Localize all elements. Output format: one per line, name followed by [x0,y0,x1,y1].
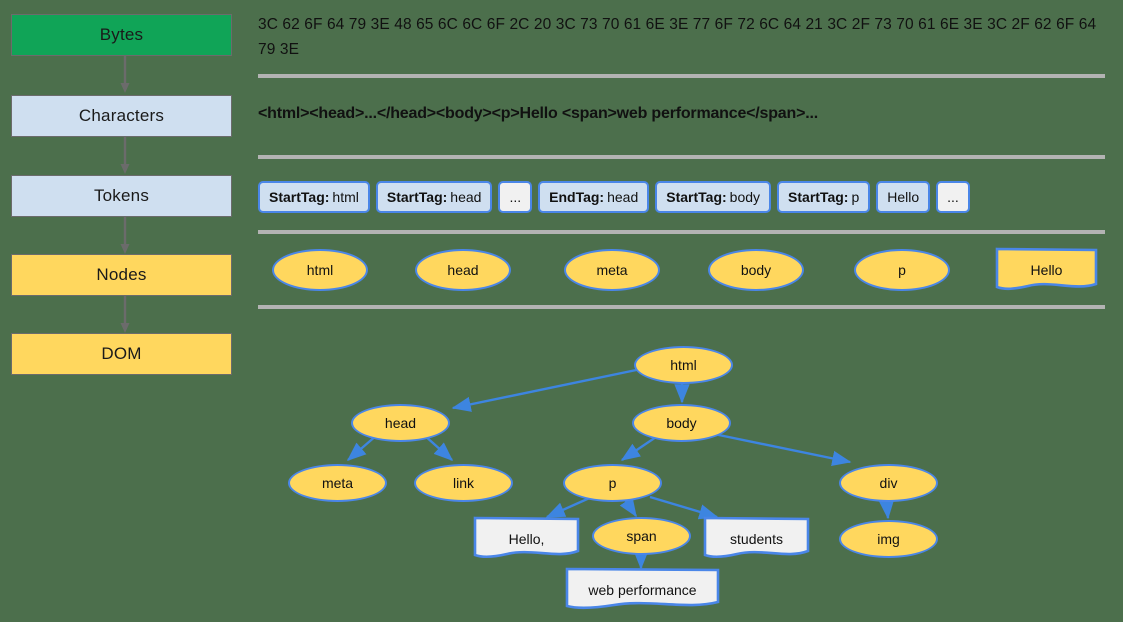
separator-line [258,74,1105,78]
pipeline-stage-tokens: Tokens [11,175,232,217]
node-chip-p[interactable]: p [854,249,950,291]
dom-node-div[interactable]: div [839,464,938,502]
nodes-row: html head meta body p Hello [258,245,1118,300]
tokens-row: StartTag:html StartTag:head ... EndTag:h… [258,181,970,213]
separator-line [258,155,1105,159]
dom-node-label: students [730,530,783,547]
token-value: ... [947,189,959,205]
token-chip[interactable]: StartTag:html [258,181,370,213]
token-value: head [450,189,482,205]
token-chip-ellipsis[interactable]: ... [498,181,533,213]
pipeline-stage-label: Tokens [93,186,150,205]
dom-node-p[interactable]: p [563,464,662,502]
pipeline-stage-characters: Characters [11,95,232,137]
pipeline-arrow-bytes-to-characters [120,56,130,93]
pipeline-stage-label: DOM [101,344,142,363]
token-prefix: StartTag: [788,189,849,205]
node-chip-html[interactable]: html [272,249,368,291]
node-label: head [447,262,479,278]
token-value: Hello [887,189,920,205]
dom-node-link[interactable]: link [414,464,513,502]
pipeline-stage-label: Nodes [96,265,147,284]
dom-node-label: p [608,475,617,491]
dom-node-label: head [384,415,417,431]
node-chip-body[interactable]: body [708,249,804,291]
dom-tree-diagram: html head body meta link p div Hello, sp… [0,310,1123,622]
dom-node-label: img [877,531,900,547]
dom-node-label: html [670,357,697,373]
pipeline-stage-nodes: Nodes [11,254,232,296]
pipeline-detail-column: 3C 62 6F 64 79 3E 48 65 6C 6C 6F 2C 20 3… [250,0,1123,622]
bytes-hex-text: 3C 62 6F 64 79 3E 48 65 6C 6C 6F 2C 20 3… [258,16,1097,58]
dom-node-body[interactable]: body [632,404,731,442]
node-label: meta [596,262,628,278]
separator-line [258,305,1105,309]
pipeline-arrow-nodes-to-dom [120,296,130,333]
dom-node-label: web performance [588,581,697,598]
token-chip[interactable]: StartTag:head [375,181,493,213]
pipeline-arrow-characters-to-tokens [120,137,130,174]
dom-node-img[interactable]: img [839,520,938,558]
dom-tree-edges [346,366,895,570]
token-chip[interactable]: EndTag:head [538,181,650,213]
separator-line [258,230,1105,234]
dom-node-label: span [626,528,657,544]
node-chip-head[interactable]: head [415,249,511,291]
token-prefix: StartTag: [666,189,727,205]
node-label: body [740,262,772,278]
token-value: p [851,189,860,205]
characters-markup-text: <html><head>...</head><body><p>Hello <sp… [258,105,818,122]
pipeline-stage-bytes: Bytes [11,14,232,56]
dom-node-students-text[interactable]: students [703,516,810,561]
dom-node-meta[interactable]: meta [288,464,387,502]
token-value: body [729,189,761,205]
token-chip-text[interactable]: Hello [876,181,931,213]
dom-node-label: div [879,475,898,491]
pipeline-arrow-tokens-to-nodes [120,217,130,254]
dom-node-html[interactable]: html [634,346,733,384]
token-chip-ellipsis[interactable]: ... [936,181,970,213]
token-chip[interactable]: StartTag:p [777,181,871,213]
dom-node-label: Hello, [508,530,545,547]
node-label: p [898,262,906,278]
token-prefix: StartTag: [386,189,448,205]
token-prefix: EndTag: [549,189,605,205]
token-chip[interactable]: StartTag:body [655,181,772,213]
dom-node-label: link [452,475,474,491]
dom-node-web-performance-text[interactable]: web performance [565,567,720,612]
token-value: head [607,189,639,205]
dom-node-head[interactable]: head [351,404,450,442]
node-label: html [306,262,334,278]
dom-node-label: body [666,415,697,431]
token-value: ... [509,189,522,205]
pipeline-stage-label: Bytes [99,25,144,44]
dom-node-span[interactable]: span [592,517,691,555]
token-value: html [332,189,359,205]
node-chip-meta[interactable]: meta [564,249,660,291]
dom-node-hello-text[interactable]: Hello, [473,516,580,561]
pipeline-stage-label: Characters [78,106,165,125]
token-prefix: StartTag: [269,189,330,205]
dom-node-label: meta [321,475,354,491]
node-label: Hello [1030,262,1063,278]
parsing-pipeline: Bytes Characters Tokens Nodes DOM [0,0,250,622]
pipeline-stage-dom: DOM [11,333,232,375]
node-chip-hello-text[interactable]: Hello [995,247,1098,293]
